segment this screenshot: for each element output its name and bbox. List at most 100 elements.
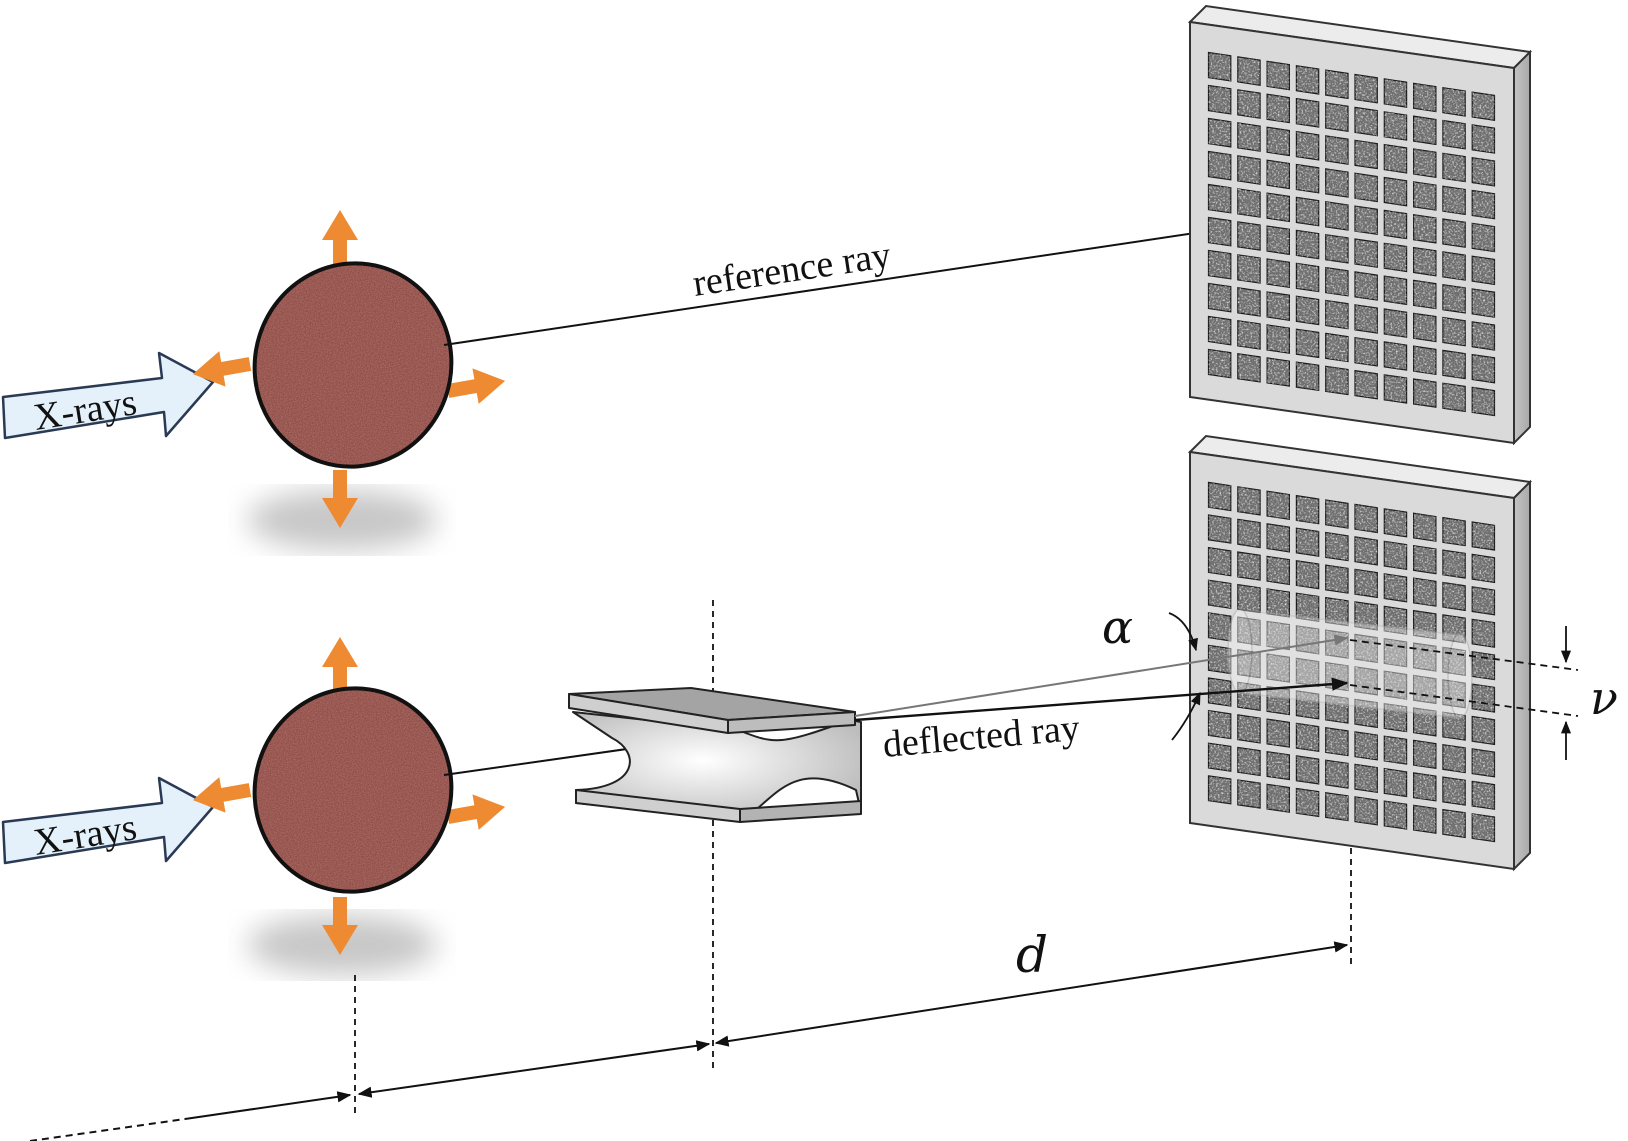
detector-pixel-speckle [1267, 292, 1290, 321]
nu-label: ν [1590, 671, 1618, 725]
undeflected-ray-line [854, 634, 1349, 717]
detector-pixel-speckle [1237, 486, 1261, 515]
detector-pixel-speckle [1442, 712, 1466, 741]
arrow-up-icon [322, 637, 358, 695]
detector-pixel-speckle [1442, 582, 1466, 611]
detector-pixel-speckle [1267, 61, 1290, 90]
detector-pixel-speckle [1472, 92, 1495, 121]
alpha-pointer-lower [1171, 691, 1201, 741]
detector-pixel-speckle [1355, 239, 1378, 268]
detector-pixel-speckle [1296, 788, 1319, 817]
detector-pixel-speckle [1325, 267, 1348, 296]
detector-pixel-speckle [1355, 634, 1378, 663]
detector-pixel-speckle [1296, 690, 1319, 719]
detector-pixel-speckle [1413, 578, 1436, 607]
detector-pixel-speckle [1413, 513, 1436, 542]
detector-pixel-speckle [1355, 536, 1378, 565]
detector-pixel-speckle [1267, 127, 1290, 156]
detector-pixel-speckle [1325, 532, 1348, 561]
detector-pixel-speckle [1355, 206, 1378, 235]
detector-pixel-speckle [1237, 584, 1261, 613]
detector-pixel-speckle [1355, 271, 1378, 301]
detector-pixel-speckle [1413, 116, 1436, 145]
detector-pixel-speckle [1384, 801, 1407, 829]
detector-pixel-speckle [1355, 666, 1378, 695]
detector-pixel-speckle [1237, 188, 1261, 218]
detector-pixel-speckle [1296, 528, 1319, 557]
detector-pixel-speckle [1442, 550, 1466, 578]
detector-pixel-speckle [1325, 597, 1348, 626]
detector-pixel-speckle [1472, 586, 1495, 615]
detector-pixel-speckle [1384, 177, 1407, 206]
arrow-right-icon [444, 789, 509, 835]
detector-pixel-speckle [1355, 173, 1378, 202]
detector-pixel-speckle [1325, 565, 1348, 594]
detector-pixel-speckle [1442, 614, 1466, 643]
detector-pixel-speckle [1442, 809, 1466, 838]
detector-pixel-speckle [1267, 654, 1290, 682]
detector-pixel-speckle [1442, 383, 1466, 412]
detector-pixel-speckle [1296, 263, 1319, 292]
detector-pixel-speckle [1208, 283, 1231, 312]
detector-pixel-speckle [1413, 643, 1436, 671]
detector-pixel-speckle [1355, 107, 1378, 136]
detector-pixel-speckle [1325, 300, 1348, 329]
detector-pixel-speckle [1237, 780, 1261, 808]
detector-pixel-speckle [1267, 324, 1290, 354]
detector-pixel-speckle [1237, 287, 1261, 316]
nu-lower-dashed-line [1349, 684, 1579, 717]
detector-pixel-speckle [1442, 777, 1466, 805]
detector-pixel-speckle [1384, 341, 1407, 371]
detector-pixel-speckle [1267, 160, 1290, 189]
detector-pixel-speckle [1472, 190, 1495, 219]
detector-pixel-speckle [1208, 515, 1231, 544]
detector-pixel-speckle [1267, 784, 1290, 813]
detector-pixel-speckle [1208, 710, 1231, 739]
detector-pixel-speckle [1325, 135, 1348, 165]
detector-pixel-speckle [1384, 541, 1407, 570]
alpha-pointer-upper [1168, 612, 1198, 652]
detector-pixel-speckle [1472, 157, 1495, 186]
detector-bottom [1187, 434, 1533, 872]
detector-pixel-speckle [1355, 601, 1378, 630]
detector-pixel-speckle [1413, 610, 1436, 639]
detector-pixel-speckle [1296, 495, 1319, 524]
detector-pixel-speckle [1208, 645, 1231, 674]
detector-pixel-speckle [1442, 120, 1466, 149]
detector-pixel-speckle [1472, 813, 1495, 842]
detector-pixel-speckle [1237, 519, 1261, 548]
detector-pixel-speckle [1208, 184, 1231, 213]
detector-pixel-speckle [1355, 731, 1378, 760]
detector-pixel-speckle [1355, 764, 1378, 793]
sample-to-lens-arrow [357, 1040, 711, 1098]
detector-pixel-speckle [1237, 254, 1261, 284]
detector-pixel-speckle [1208, 118, 1231, 147]
detector-pixel-speckle [1296, 197, 1319, 226]
detector-pixel-speckle [1237, 353, 1261, 382]
detector-pixel-speckle [1296, 329, 1319, 358]
detector-pixel-speckle [1267, 719, 1290, 748]
detector-pixel-speckle [1442, 251, 1466, 281]
detector-pixel-speckle [1442, 219, 1466, 248]
detector-pixel-speckle [1442, 517, 1466, 546]
detector-pixel-speckle [1267, 751, 1290, 780]
detector-pixel-speckle [1296, 164, 1319, 193]
detector-pixel-speckle [1442, 186, 1466, 215]
detector-pixel-speckle [1208, 250, 1231, 279]
detector-pixel-speckle [1208, 316, 1231, 345]
detector-pixel-speckle [1384, 768, 1407, 797]
detector-pixel-speckle [1325, 792, 1348, 821]
detector-pixel-speckle [1472, 289, 1495, 318]
detector-pixel-speckle [1413, 772, 1436, 801]
detector-pixel-speckle [1296, 755, 1319, 784]
detector-pixel-speckle [1237, 56, 1261, 86]
detector-pixel-speckle [1267, 523, 1290, 552]
detector-pixel-speckle [1208, 52, 1231, 81]
detector-pixel-speckle [1267, 226, 1290, 255]
source-to-sample-dashed [29, 1118, 186, 1141]
detector-pixel-speckle [1237, 649, 1261, 678]
detector-pixel-speckle [1237, 617, 1261, 646]
detector-pixel-speckle [1325, 103, 1348, 132]
detector-pixel-speckle [1384, 606, 1407, 635]
